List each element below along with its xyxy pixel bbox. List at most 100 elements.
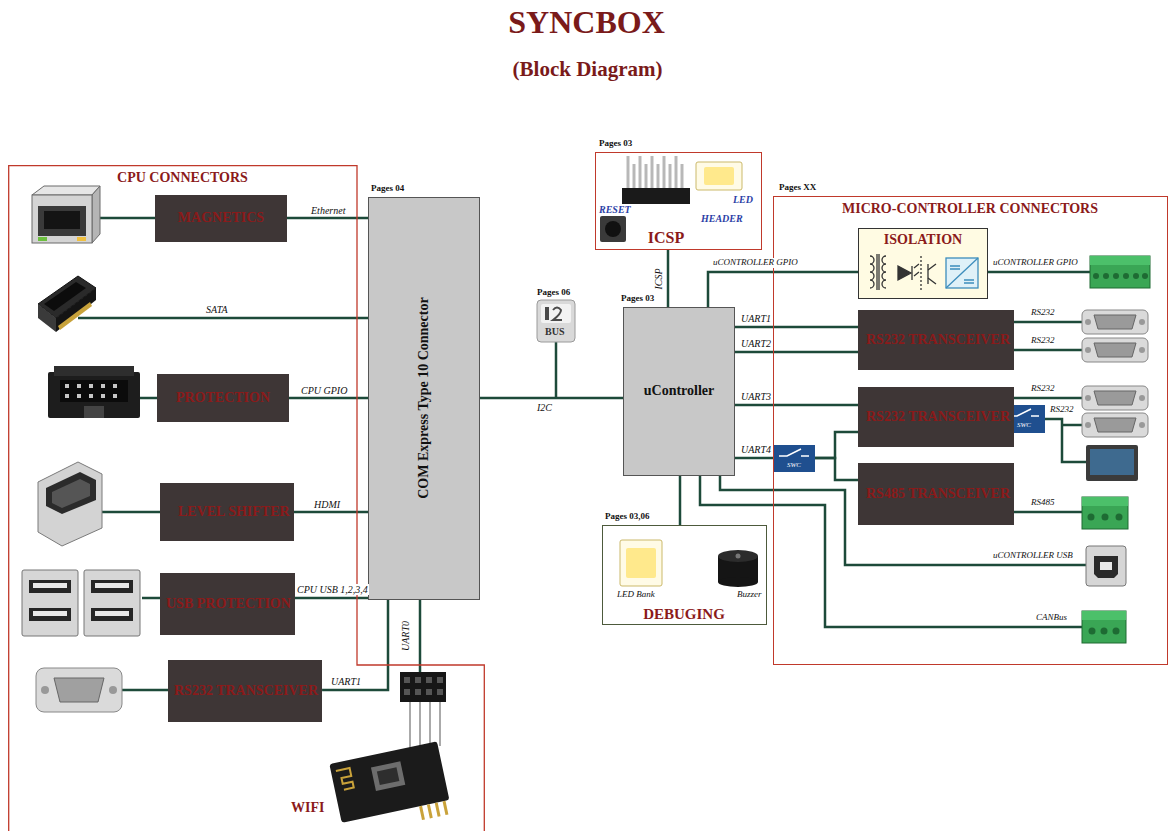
- usb-connector: [95, 583, 129, 588]
- signal-wire: [735, 326, 858, 329]
- switch-box: SWC: [773, 445, 815, 472]
- usb-connector: [22, 570, 140, 636]
- icsp-header: [639, 156, 642, 188]
- isolation-symbol: [898, 266, 911, 280]
- i2c-bus-icon: [545, 307, 549, 320]
- idc-header: [65, 384, 117, 398]
- signal-wire: [289, 397, 368, 400]
- signal-name: UART1: [740, 313, 772, 324]
- page-reference: Pages 04: [370, 184, 405, 194]
- signal-name: uCONTROLLER GPIO: [992, 258, 1079, 268]
- wire: [555, 342, 558, 398]
- wire: [78, 218, 1090, 690]
- ethernet-jack: [32, 186, 100, 195]
- switch-icon: [773, 445, 815, 472]
- wifi-module: [429, 702, 431, 748]
- idc-header: [77, 384, 81, 388]
- db9-connector: [1139, 395, 1145, 401]
- db9-connector: [1139, 319, 1145, 325]
- canbus-terminal: [1089, 628, 1120, 635]
- i2c-bus-icon: [537, 300, 575, 342]
- signal-name: RS485: [1030, 498, 1056, 508]
- pin-header: [400, 672, 446, 702]
- db9-connector: [1082, 338, 1148, 362]
- isolation-box: ISOLATION: [858, 228, 988, 299]
- part-name: WIFI: [290, 800, 325, 815]
- db9-connector: [54, 678, 104, 702]
- pin-header: [437, 689, 443, 695]
- icsp-header: [681, 164, 684, 188]
- transceiver-box: RS232 TRANSCEIVER: [858, 387, 1014, 447]
- signal-wire: [815, 432, 858, 458]
- hdmi-connector: [38, 462, 102, 546]
- signal-name: UART3: [740, 391, 772, 402]
- isolation-symbol: [927, 264, 928, 284]
- db9-connector: [1082, 338, 1148, 362]
- isolation-symbol: [876, 254, 877, 290]
- page-reference: Pages XX: [778, 183, 817, 193]
- usb-connector: [91, 580, 133, 593]
- signal-wire: [735, 404, 858, 407]
- idc-header: [48, 366, 140, 418]
- db9-connector: [1094, 391, 1136, 405]
- wire: [1045, 419, 1086, 462]
- icsp-header: [651, 156, 654, 188]
- usb-connector: [33, 611, 67, 616]
- ethernet-jack: [38, 206, 86, 236]
- sata-connector: [44, 282, 86, 311]
- reset-button: [600, 216, 626, 242]
- buzzer-icon: [736, 554, 741, 559]
- rs485-terminal: [1082, 497, 1128, 529]
- db9-connector: [1082, 413, 1148, 437]
- idc-header: [48, 372, 140, 418]
- signal-name: RS232: [1030, 308, 1056, 318]
- signal-name: I2C: [536, 402, 553, 413]
- node-label: RS232 TRANSCEIVER: [866, 332, 1010, 348]
- isolation-symbol: [946, 258, 978, 288]
- node-label: ISOLATION: [859, 232, 987, 248]
- node-label: SWC: [1003, 422, 1045, 429]
- wifi-module: [419, 702, 421, 750]
- gpio-terminal: [1093, 273, 1148, 279]
- pin-header: [426, 689, 432, 695]
- gpio-terminal: [1090, 256, 1150, 265]
- pin-header: [426, 677, 432, 683]
- gpio-terminal: [1142, 273, 1148, 279]
- signal-wire: [480, 397, 623, 400]
- wifi-module: [329, 741, 449, 823]
- wire: [700, 476, 1082, 627]
- reset-button: [605, 221, 621, 237]
- icsp-header: [627, 156, 630, 188]
- i2c-bus-icon: [537, 300, 575, 342]
- pin-header: [404, 677, 443, 695]
- signal-name: CANBus: [1035, 613, 1068, 623]
- wire: [142, 597, 160, 600]
- isolation-symbol: [928, 264, 936, 284]
- db9-connector: [36, 668, 122, 712]
- rs485-terminal: [1116, 514, 1123, 521]
- usb-connector: [84, 570, 140, 636]
- db9-connector: [1094, 315, 1136, 329]
- node-label: LEVEL SHIFTER: [178, 504, 290, 520]
- pin-header: [404, 677, 410, 683]
- part-name: LED: [732, 194, 754, 205]
- rs485-terminal: [1082, 497, 1128, 506]
- wifi-module: [329, 702, 452, 831]
- pin-header: [400, 672, 446, 702]
- protection-box: PROTECTION: [157, 374, 289, 422]
- page-reference: Pages 03,06: [604, 512, 651, 522]
- wire: [78, 317, 368, 320]
- idc-header: [89, 394, 93, 398]
- db9-connector: [109, 686, 117, 694]
- signal-name: RS232: [1030, 384, 1056, 394]
- sata-connector: [38, 276, 96, 332]
- wifi-module: [427, 804, 433, 818]
- buzzer-icon: [718, 550, 758, 562]
- microcontroller-box: uController: [623, 307, 735, 476]
- switch-icon: [779, 449, 809, 456]
- db9-connector: [1085, 319, 1091, 325]
- db9-connector: [36, 668, 122, 712]
- icsp-header: [657, 164, 660, 188]
- icsp-header: [622, 156, 690, 204]
